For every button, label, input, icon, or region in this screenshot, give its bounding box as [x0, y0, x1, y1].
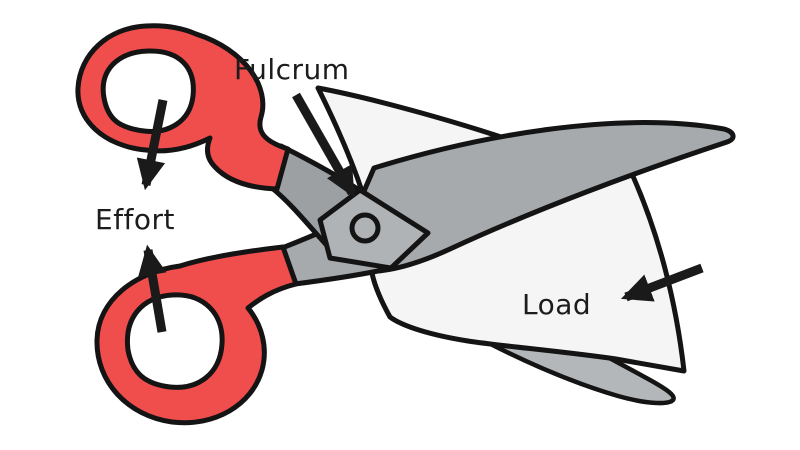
effort-arrow-lower-icon: [138, 244, 167, 333]
load-label: Load: [522, 288, 591, 321]
pivot-screw-icon: [349, 212, 381, 244]
top-handle: [75, 23, 291, 192]
bottom-handle: [94, 244, 299, 426]
effort-arrow-upper-icon: [136, 99, 168, 191]
effort-label: Effort: [95, 203, 175, 236]
fulcrum-arrow-icon: [292, 92, 356, 198]
load-arrow-icon: [620, 263, 704, 302]
fulcrum-label: Fulcrum: [234, 53, 350, 86]
